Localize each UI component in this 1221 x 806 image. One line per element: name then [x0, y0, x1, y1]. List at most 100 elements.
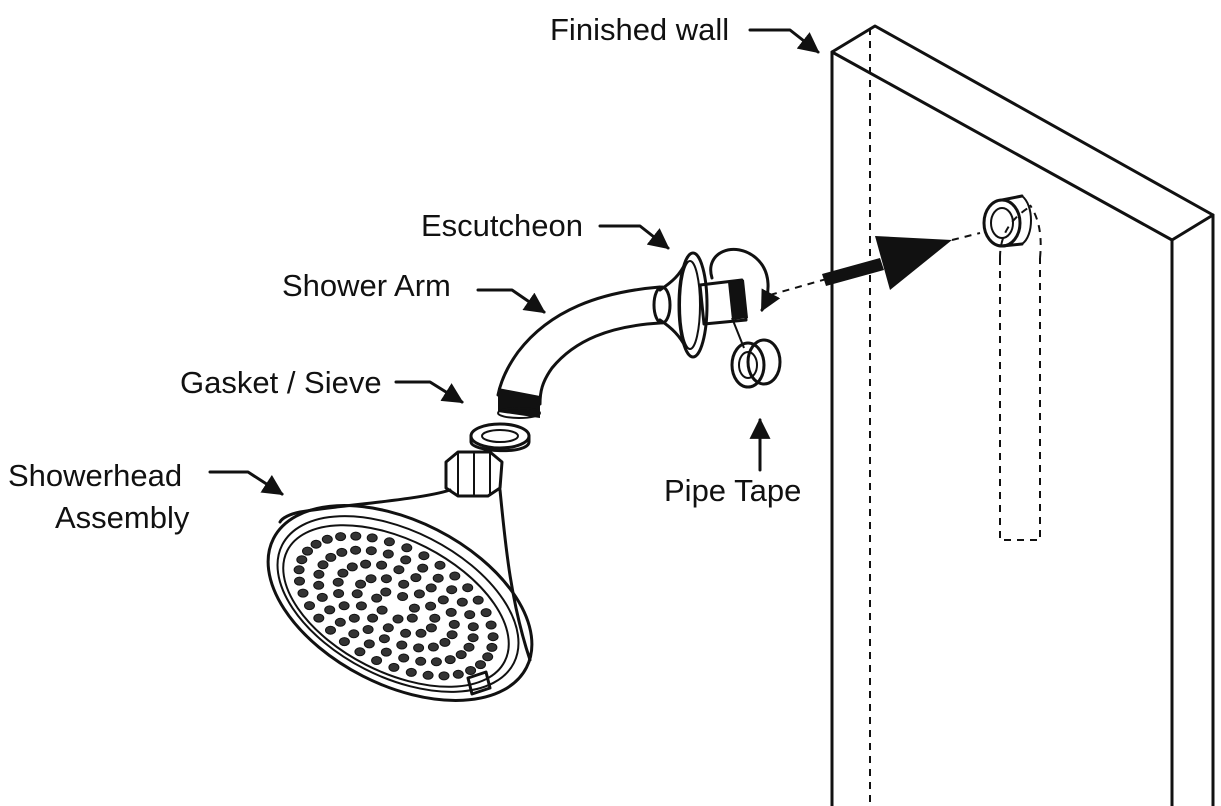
nozzle: [376, 605, 388, 615]
nozzle: [400, 555, 412, 565]
nozzle: [325, 552, 337, 562]
nozzle: [464, 610, 476, 620]
label-gasket-sieve: Gasket / Sieve: [180, 365, 382, 400]
shower-arm-leader: [476, 288, 546, 314]
nozzle: [425, 623, 437, 633]
nozzle: [410, 573, 422, 583]
nozzle: [397, 592, 409, 601]
nozzle: [388, 662, 400, 672]
in-wall-pipe: [982, 194, 1042, 541]
nozzle: [348, 629, 360, 639]
nozzle: [398, 653, 410, 663]
gasket-sieve: [469, 422, 531, 453]
nozzle: [467, 622, 479, 632]
label-finished-wall: Finished wall: [550, 12, 729, 47]
nozzle: [316, 592, 328, 602]
nozzle: [445, 607, 457, 617]
nozzle: [425, 583, 437, 593]
nozzle: [362, 625, 374, 634]
nozzle: [380, 647, 392, 657]
nozzle: [398, 579, 410, 589]
nozzle: [480, 608, 492, 618]
nozzle: [485, 620, 497, 630]
nozzle: [465, 666, 477, 675]
nozzle: [408, 603, 420, 613]
nozzle: [366, 533, 378, 543]
nozzle: [324, 605, 336, 615]
nozzle: [336, 547, 348, 557]
nozzle: [449, 571, 461, 581]
nozzle: [313, 613, 325, 623]
nozzle: [400, 628, 412, 638]
nozzle: [332, 577, 344, 587]
nozzle: [482, 652, 494, 662]
nozzle: [376, 560, 388, 570]
nozzle: [475, 660, 486, 670]
nozzle: [350, 531, 362, 541]
nozzle: [296, 555, 308, 565]
showerhead-leader: [208, 470, 284, 496]
nozzle: [335, 532, 347, 542]
nozzle: [486, 642, 498, 652]
nozzle: [415, 656, 427, 666]
nozzle: [338, 637, 350, 647]
nozzle: [396, 640, 408, 650]
nozzle: [417, 563, 429, 573]
spray-nozzles: [293, 531, 499, 681]
nozzle: [413, 589, 425, 599]
nozzle: [422, 670, 434, 680]
nozzle: [446, 630, 458, 640]
nozzle: [383, 537, 395, 547]
nozzle: [371, 593, 383, 603]
nozzle: [337, 568, 349, 578]
nozzle: [438, 671, 450, 681]
nozzle: [405, 667, 417, 677]
nozzle: [321, 534, 333, 544]
nozzle: [432, 573, 444, 583]
nozzle: [365, 574, 377, 584]
nozzle: [392, 614, 404, 624]
label-escutcheon: Escutcheon: [421, 208, 583, 243]
nozzle: [360, 559, 372, 569]
nozzle: [462, 583, 474, 593]
nozzle: [430, 657, 442, 667]
finished-wall-leader: [748, 28, 820, 54]
label-shower-arm: Shower Arm: [282, 268, 451, 303]
insert-direction-arrow: [769, 232, 981, 296]
nozzle: [393, 565, 405, 575]
nozzle: [350, 545, 362, 555]
nozzle: [401, 543, 413, 553]
nozzle: [351, 589, 363, 599]
nozzle: [487, 632, 499, 642]
nozzle: [429, 613, 441, 623]
nozzle: [455, 650, 467, 660]
nozzle: [380, 587, 392, 597]
nozzle: [467, 633, 479, 643]
nozzle: [382, 549, 394, 559]
nozzle: [415, 628, 427, 638]
nozzle: [456, 597, 468, 607]
nozzle: [427, 642, 439, 652]
labels: Finished wall Escutcheon Shower Arm Gask…: [8, 12, 801, 535]
nozzle: [382, 623, 394, 633]
nozzle: [367, 613, 379, 623]
nozzle: [448, 619, 460, 629]
nozzle: [355, 579, 367, 589]
nozzle: [355, 601, 367, 611]
nozzle: [294, 576, 305, 586]
nozzle: [293, 565, 305, 575]
nozzle: [310, 539, 322, 549]
nozzle: [444, 655, 456, 665]
nozzle: [378, 634, 390, 644]
nozzle: [463, 642, 475, 652]
nozzle: [313, 569, 325, 579]
nozzle: [304, 601, 315, 611]
nozzle: [371, 656, 383, 665]
label-assembly: Assembly: [55, 500, 190, 535]
nozzle: [439, 637, 451, 647]
escutcheon: [658, 251, 709, 359]
label-pipe-tape: Pipe Tape: [664, 473, 801, 508]
nozzle: [437, 595, 449, 605]
nozzle: [317, 560, 329, 570]
